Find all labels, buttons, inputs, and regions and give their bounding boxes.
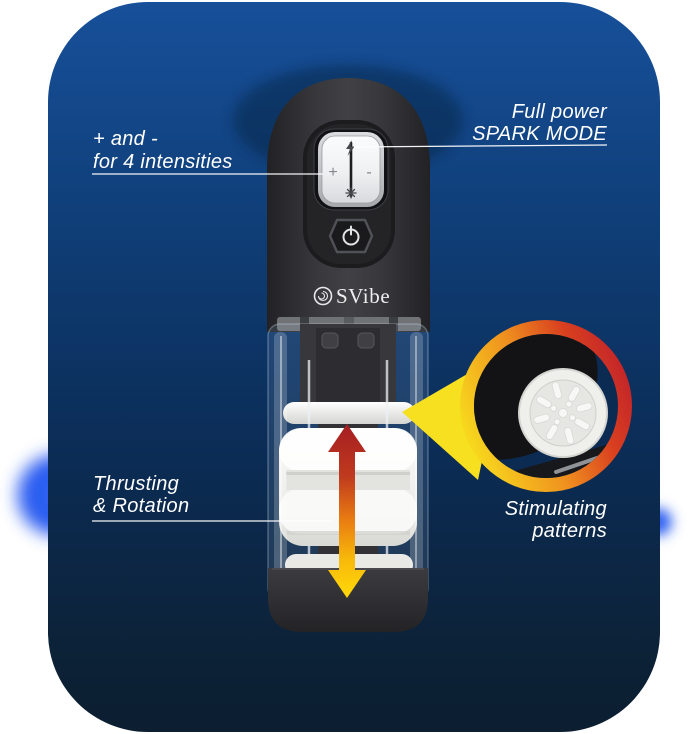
spark-icon [345, 187, 357, 199]
lightning-icon [346, 140, 355, 156]
sleeve-top-ring [283, 402, 415, 424]
intensity-rocker: + - [313, 128, 389, 211]
callout-spark-mode: Full power SPARK MODE [353, 101, 608, 148]
power-button-shape [328, 218, 374, 254]
callout-intensities: + and - for 4 intensities [92, 128, 323, 175]
thrusting-label-line1: Thrusting [93, 473, 179, 495]
power-button [328, 218, 374, 254]
brand-name: SVibe [336, 284, 390, 308]
spark-label-line1: Full power [512, 101, 608, 123]
thrust-arrow [328, 424, 366, 598]
thrusting-label-line2: & Rotation [93, 495, 189, 517]
callout-thrusting: Thrusting & Rotation [92, 473, 331, 522]
rocker-minus-label: - [366, 164, 371, 181]
intensities-label-line1: + and - [93, 128, 158, 150]
callout-patterns: Stimulating patterns [505, 498, 607, 542]
brand-logo: SVibe [313, 284, 390, 308]
stimulating-sleeve-face [518, 368, 608, 458]
patterns-label-line2: patterns [531, 520, 607, 542]
stimulation-inset [460, 320, 632, 492]
bottom-cap [268, 568, 428, 632]
power-icon [342, 225, 360, 246]
patterns-label-line1: Stimulating [505, 498, 607, 520]
intensities-label-line2: for 4 intensities [93, 151, 233, 173]
rocker-plus-label: + [328, 164, 337, 181]
spark-label-line2: SPARK MODE [472, 123, 607, 145]
swirl-icon [313, 286, 333, 306]
spark-callout-line [353, 144, 608, 148]
